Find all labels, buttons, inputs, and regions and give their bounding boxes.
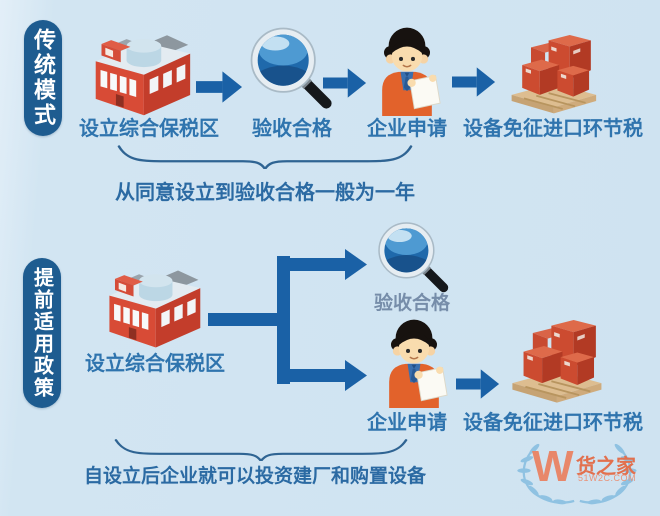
- badge-early-policy: 提前适用政策: [23, 258, 61, 408]
- arrow-right-icon: [323, 66, 367, 100]
- applicant-icon: [365, 24, 449, 116]
- watermark-brand-name: 货之家: [576, 456, 636, 478]
- brace-icon: [112, 437, 410, 461]
- result-label-tax-exempt: 设备免征进口环节税: [463, 412, 643, 434]
- branch-label-enterprise-apply: 企业申请: [367, 412, 447, 434]
- watermark-logo-letter: W: [532, 442, 574, 491]
- early-note: 自设立后企业就可以投资建厂和购置设备: [83, 466, 426, 487]
- fork-split-arrows-icon: [205, 240, 370, 400]
- step-label-tax-exempt: 设备免征进口环节税: [463, 118, 643, 140]
- step-label-enterprise-apply: 企业申请: [367, 118, 447, 140]
- factory-icon: [102, 256, 204, 350]
- badge-traditional-mode: 传统模式: [24, 20, 62, 136]
- traditional-note: 从同意设立到验收合格一般为一年: [115, 182, 415, 204]
- arrow-right-icon: [452, 65, 496, 99]
- brace-icon: [115, 143, 415, 169]
- source-label-setup-zone: 设立综合保税区: [85, 353, 225, 375]
- step-label-acceptance: 验收合格: [252, 118, 332, 140]
- arrow-right-icon: [456, 367, 500, 401]
- applicant-icon: [372, 316, 456, 408]
- magnifier-icon: [376, 220, 452, 296]
- step-label-setup-zone: 设立综合保税区: [79, 118, 219, 140]
- cargo-boxes-icon: [505, 312, 607, 406]
- factory-icon: [88, 20, 194, 118]
- arrow-right-icon: [196, 70, 243, 104]
- watermark: W 货之家 51W2C.COM: [506, 437, 648, 509]
- watermark-domain: 51W2C.COM: [578, 473, 637, 483]
- cargo-boxes-icon: [503, 28, 603, 116]
- branch-label-acceptance: 验收合格: [373, 293, 450, 314]
- laurel-wreath-icon: [506, 437, 648, 509]
